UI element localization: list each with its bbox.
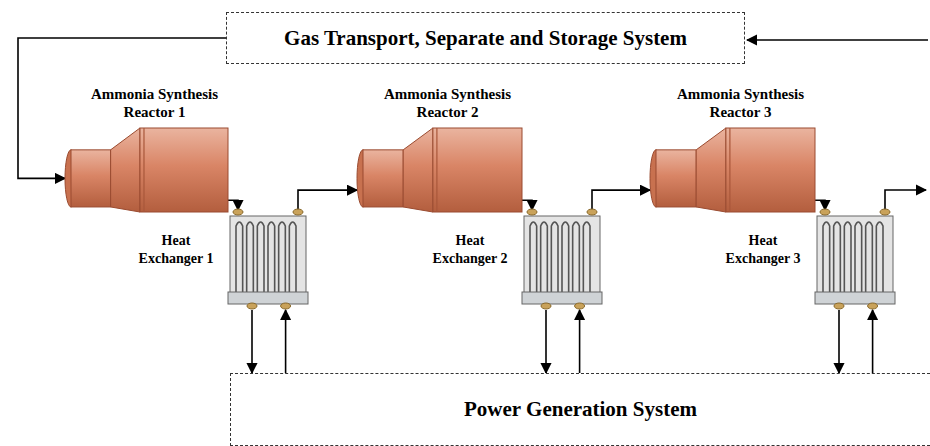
- inlet-pipe: [363, 150, 403, 207]
- nozzle: [880, 209, 890, 215]
- exchanger-shell: [817, 216, 893, 294]
- exchanger-shell: [524, 216, 600, 294]
- reactor-body: [433, 128, 522, 212]
- u-tube: [855, 222, 862, 292]
- reactor-cone: [403, 128, 433, 212]
- flow-connector: [872, 310, 874, 373]
- nozzle: [834, 303, 844, 309]
- tube-sheet: [815, 292, 895, 304]
- heat-exchanger: Heat Exchanger 2: [522, 210, 602, 310]
- flow-connector: [545, 310, 547, 373]
- u-tube: [834, 222, 841, 292]
- nozzle: [575, 303, 585, 309]
- flange-line: [729, 128, 730, 212]
- reactor-drawing: [65, 128, 228, 212]
- flange-line: [436, 128, 437, 212]
- flow-connector: [592, 190, 650, 210]
- tube-sheet: [522, 292, 602, 304]
- equipment-label: Heat Exchanger 1: [130, 232, 222, 267]
- tube-sheet: [228, 292, 308, 304]
- exchanger-drawing: [228, 210, 308, 310]
- nozzle: [587, 209, 597, 215]
- reactor-cone: [696, 128, 726, 212]
- u-tube: [876, 222, 883, 292]
- flow-connector: [228, 200, 238, 210]
- u-tube: [257, 222, 264, 292]
- exchanger-shell: [230, 216, 306, 294]
- heat-exchanger: Heat Exchanger 3: [815, 210, 895, 310]
- flow-connector: [838, 310, 840, 373]
- return-stub-line: [747, 39, 928, 41]
- equipment-label: Heat Exchanger 3: [717, 232, 809, 267]
- flow-connector: [579, 310, 581, 373]
- nozzle: [868, 303, 878, 309]
- nozzle: [247, 303, 257, 309]
- outlet-stub-line: [885, 190, 926, 210]
- u-tube: [268, 222, 275, 292]
- nozzle: [293, 209, 303, 215]
- system-label: Power Generation System: [464, 396, 697, 422]
- u-tube: [551, 222, 558, 292]
- u-tube: [236, 222, 243, 292]
- flow-connector: [285, 310, 287, 373]
- system-box: Gas Transport, Separate and Storage Syst…: [226, 12, 745, 64]
- reactor-body: [140, 128, 228, 212]
- reactor-drawing: [357, 128, 522, 212]
- flow-connector: [251, 310, 253, 373]
- u-tube: [289, 222, 296, 292]
- u-tube: [530, 222, 537, 292]
- u-tube: [866, 222, 873, 292]
- flow-connector: [815, 200, 825, 210]
- system-box: Power Generation System: [230, 373, 930, 446]
- reactor-body: [726, 128, 815, 212]
- inlet-pipe: [71, 150, 111, 207]
- equipment-label: Ammonia Synthesis Reactor 2: [373, 85, 523, 123]
- u-tube: [541, 222, 548, 292]
- flow-connector: [522, 200, 532, 210]
- equipment-label: Heat Exchanger 2: [424, 232, 516, 267]
- u-tube: [279, 222, 286, 292]
- nozzle: [820, 209, 830, 215]
- nozzle: [541, 303, 551, 309]
- nozzle: [233, 209, 243, 215]
- u-tube: [823, 222, 830, 292]
- equipment-label: Ammonia Synthesis Reactor 3: [666, 85, 816, 123]
- u-tube: [844, 222, 851, 292]
- flange-line: [143, 128, 144, 212]
- u-tube: [573, 222, 580, 292]
- reactor-vessel: Ammonia Synthesis Reactor 2: [357, 128, 522, 212]
- reactor-drawing: [650, 128, 815, 212]
- nozzle: [527, 209, 537, 215]
- exchanger-drawing: [815, 210, 895, 310]
- u-tube: [247, 222, 254, 292]
- u-tube: [562, 222, 569, 292]
- reactor-cone: [111, 128, 140, 212]
- reactor-vessel: Ammonia Synthesis Reactor 3: [650, 128, 815, 212]
- u-tube: [583, 222, 590, 292]
- exchanger-drawing: [522, 210, 602, 310]
- flow-connector: [298, 190, 357, 210]
- inlet-pipe: [656, 150, 696, 207]
- equipment-label: Ammonia Synthesis Reactor 1: [80, 85, 230, 123]
- nozzle: [281, 303, 291, 309]
- system-label: Gas Transport, Separate and Storage Syst…: [284, 25, 687, 51]
- reactor-vessel: Ammonia Synthesis Reactor 1: [65, 128, 228, 212]
- heat-exchanger: Heat Exchanger 1: [228, 210, 308, 310]
